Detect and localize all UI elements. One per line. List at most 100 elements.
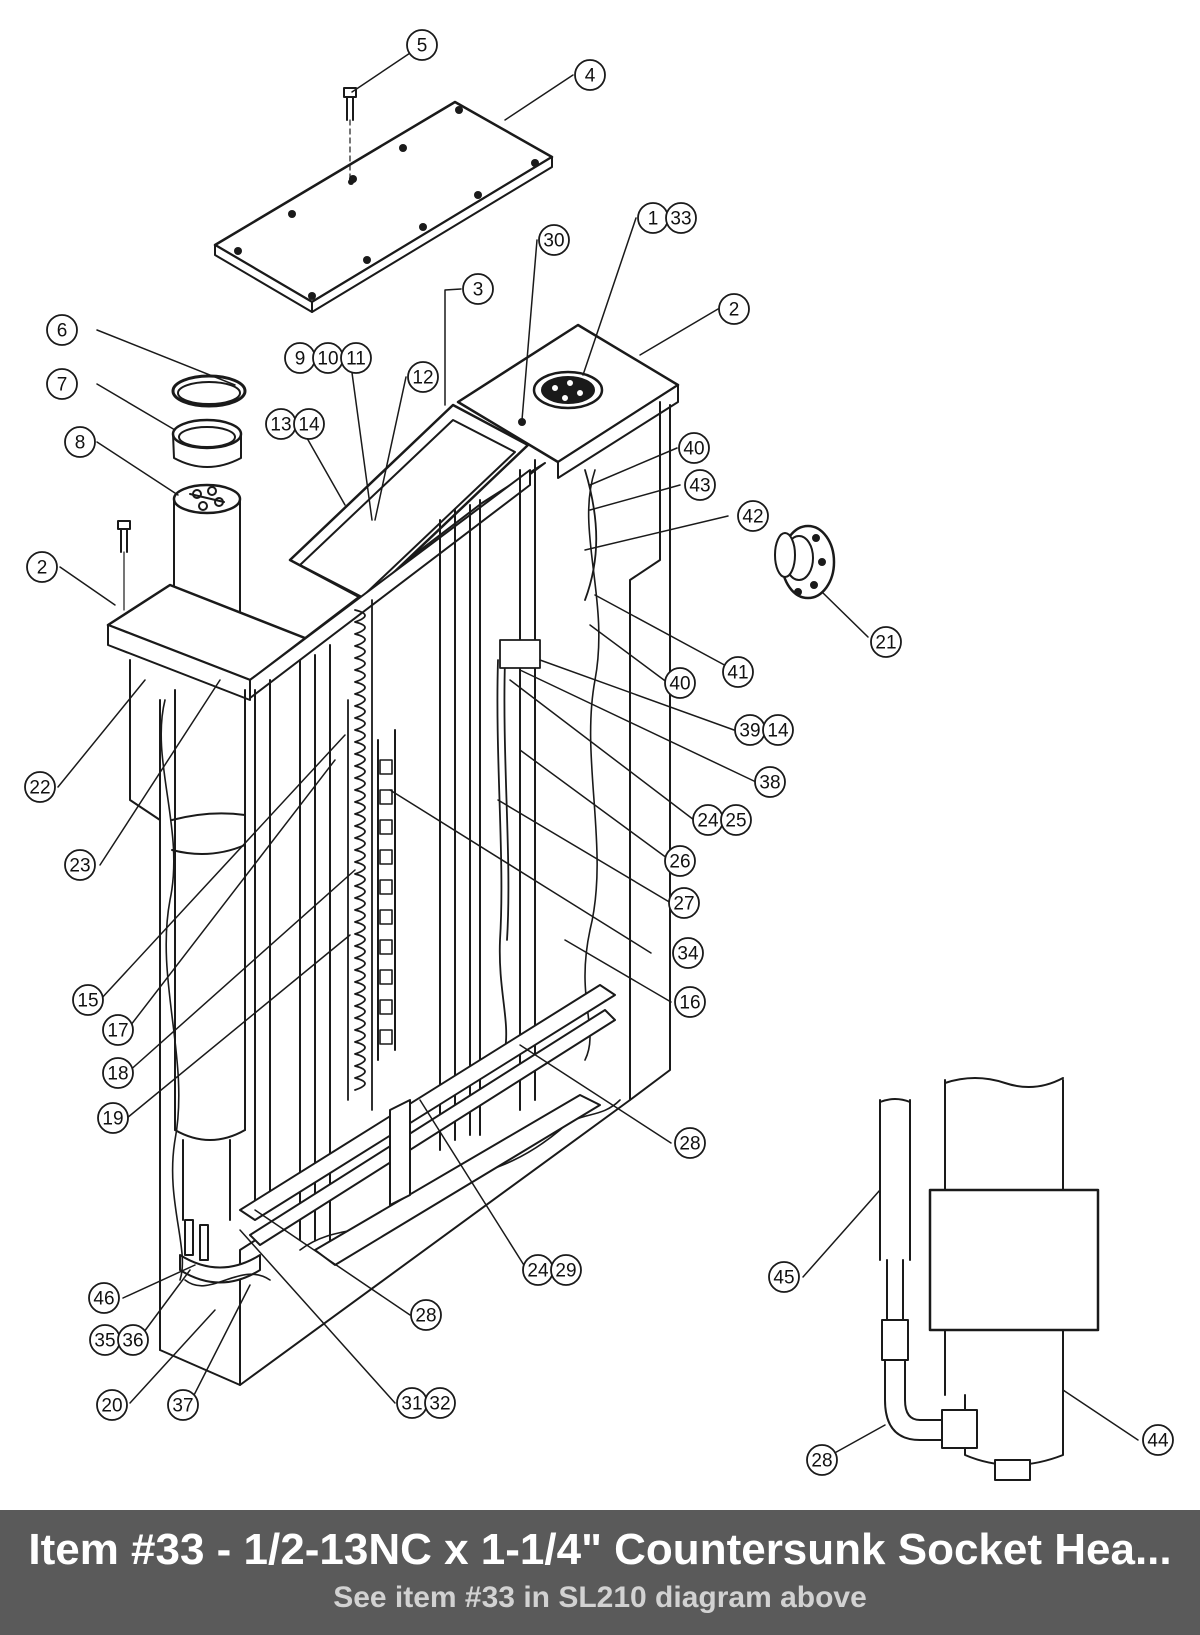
- callout-number: 33: [670, 209, 691, 230]
- callout-bubble: [340, 342, 372, 374]
- callout-c16: 16: [674, 986, 706, 1018]
- main-top-rail-3: [249, 403, 546, 699]
- callout-c22: 22: [24, 771, 56, 803]
- callout-number: 42: [742, 507, 763, 528]
- callout-bubble: [674, 1127, 706, 1159]
- callout-number: 3: [473, 280, 484, 301]
- callout-bubble: [574, 59, 606, 91]
- seal-ring-6: [171, 374, 247, 408]
- callout-number: 10: [317, 349, 338, 370]
- callout-number: 11: [346, 349, 366, 370]
- callout-number: 28: [811, 1451, 832, 1472]
- callout-number: 8: [75, 433, 86, 454]
- callout-bubble: [870, 626, 902, 658]
- leader-lines: [57, 44, 1139, 1461]
- callout-bubble: [64, 426, 96, 458]
- callout-c20: 20: [96, 1389, 128, 1421]
- bottom-rails: [239, 984, 616, 1266]
- callout-c37: 37: [167, 1389, 199, 1421]
- callout-number: 7: [57, 375, 68, 396]
- callout-bubble: [1142, 1424, 1174, 1456]
- callout-number: 17: [107, 1021, 128, 1042]
- callout-c3: 3: [462, 273, 494, 305]
- callout-number: 39: [739, 721, 760, 742]
- top-bolt: [343, 87, 357, 181]
- callout-bubble: [678, 432, 710, 464]
- callout-c12: 12: [407, 361, 439, 393]
- callout-number: 9: [295, 349, 306, 370]
- callout-number: 6: [57, 321, 68, 342]
- callout-bubble: [664, 845, 696, 877]
- callout-number: 26: [669, 852, 690, 873]
- callout-bubble: [718, 293, 750, 325]
- callout-bubble: [550, 1254, 582, 1286]
- callout-bubble: [97, 1102, 129, 1134]
- callout-number: 1: [648, 209, 659, 230]
- callout-number: 2: [37, 558, 48, 579]
- callout-number: 23: [69, 856, 90, 877]
- callout-number: 4: [585, 66, 596, 87]
- line-art: [57, 44, 1139, 1481]
- callout-number: 46: [93, 1289, 114, 1310]
- parts-drawing: 5413330326789101112131440434222141403914…: [24, 29, 1174, 1481]
- callout-bubble: [407, 361, 439, 393]
- callout-bubble: [424, 1387, 456, 1419]
- callout-bubble: [722, 656, 754, 688]
- callout-number: 14: [767, 721, 789, 742]
- caption-subtitle: See item #33 in SL210 diagram above: [333, 1581, 867, 1614]
- callout-number: 34: [677, 944, 699, 965]
- callout-c7: 7: [46, 368, 78, 400]
- callout-c19: 19: [97, 1102, 129, 1134]
- callout-bubble: [26, 551, 58, 583]
- callout-c41: 41: [722, 656, 754, 688]
- callout-c28-detail: 28: [806, 1444, 838, 1476]
- bearing-ring-7: [171, 418, 243, 468]
- outer-housing: [129, 401, 671, 1386]
- callout-bubble: [674, 986, 706, 1018]
- callout-bubble: [24, 771, 56, 803]
- callout-bubble: [72, 984, 104, 1016]
- callout-number: 45: [773, 1268, 794, 1289]
- callout-number: 43: [689, 476, 710, 497]
- callout-number: 24: [697, 811, 719, 832]
- right-top-plate: [456, 323, 680, 479]
- callout-number: 29: [555, 1261, 576, 1282]
- callout-c42: 42: [737, 500, 769, 532]
- coiled-cable: [347, 599, 373, 1111]
- callout-c23: 23: [64, 849, 96, 881]
- callout-number: 38: [759, 773, 780, 794]
- callout-c28-low: 28: [410, 1299, 442, 1331]
- left-top-plate: [106, 583, 312, 701]
- callout-bubble: [538, 224, 570, 256]
- callout-c31-32: 31 32: [396, 1387, 456, 1419]
- callout-bubble: [46, 368, 78, 400]
- callout-bubble: [762, 714, 794, 746]
- callout-c18: 18: [102, 1057, 134, 1089]
- callout-number: 44: [1147, 1431, 1169, 1452]
- left-cylinder: [171, 689, 261, 1284]
- callout-c45: 45: [768, 1261, 800, 1293]
- callout-bubble: [410, 1299, 442, 1331]
- callout-bubble: [672, 937, 704, 969]
- callout-c34: 34: [672, 937, 704, 969]
- callout-bubble: [684, 469, 716, 501]
- callout-number: 15: [77, 991, 98, 1012]
- callout-number: 32: [429, 1394, 450, 1415]
- callout-number: 19: [102, 1109, 123, 1130]
- callout-number: 28: [415, 1306, 436, 1327]
- callout-c38: 38: [754, 766, 786, 798]
- callout-c21: 21: [870, 626, 902, 658]
- callout-number: 14: [298, 415, 320, 436]
- callout-c5: 5: [406, 29, 438, 61]
- callout-bubble: [117, 1324, 149, 1356]
- top-cover-plate: [213, 100, 554, 313]
- callout-bubble: [462, 273, 494, 305]
- callout-number: 41: [727, 663, 748, 684]
- callout-number: 28: [679, 1134, 700, 1155]
- callout-bubble: [64, 849, 96, 881]
- callout-c6: 6: [46, 314, 78, 346]
- callout-number: 31: [401, 1394, 422, 1415]
- gear-rack: [377, 729, 396, 1061]
